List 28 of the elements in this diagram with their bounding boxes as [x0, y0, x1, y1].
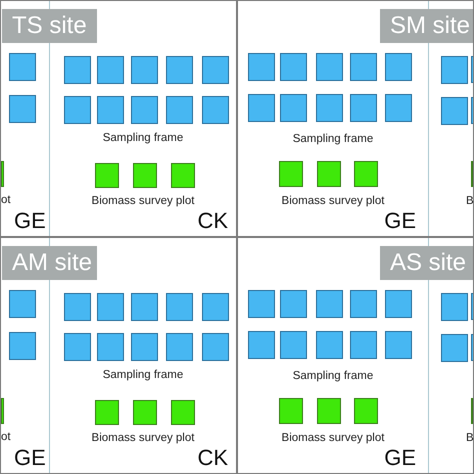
panel-label: B [466, 432, 474, 445]
treatment-label: GE [384, 209, 416, 233]
site-quadrant [0, 237, 237, 474]
panel-label: Biomass survey plot [92, 195, 194, 208]
treatment-label: GE [384, 446, 416, 470]
treatment-label: CK [197, 446, 228, 470]
panel-label: Sampling frame [102, 132, 184, 145]
panel-label: Biomass survey plot [92, 432, 194, 445]
site-quadrant [0, 0, 237, 237]
panel-label: Sampling frame [292, 370, 374, 383]
site-panel [1, 1, 50, 236]
panel-label: ot [1, 431, 11, 444]
site-quadrant [237, 237, 474, 474]
site-label: AS site [380, 246, 473, 280]
panel-label: Biomass survey plot [282, 432, 384, 445]
panel-label: B [466, 195, 474, 208]
site-label: TS site [2, 9, 97, 43]
panel-label: Sampling frame [292, 133, 374, 146]
site-panel [1, 238, 50, 473]
site-quadrant [237, 0, 474, 237]
treatment-label: GE [14, 209, 46, 233]
panel-label: Sampling frame [102, 369, 184, 382]
site-label: AM site [2, 246, 97, 280]
treatment-label: GE [14, 446, 46, 470]
panel-label: Biomass survey plot [282, 195, 384, 208]
panel-label: ot [1, 194, 11, 207]
treatment-label: CK [197, 209, 228, 233]
site-label: SM site [380, 9, 473, 43]
